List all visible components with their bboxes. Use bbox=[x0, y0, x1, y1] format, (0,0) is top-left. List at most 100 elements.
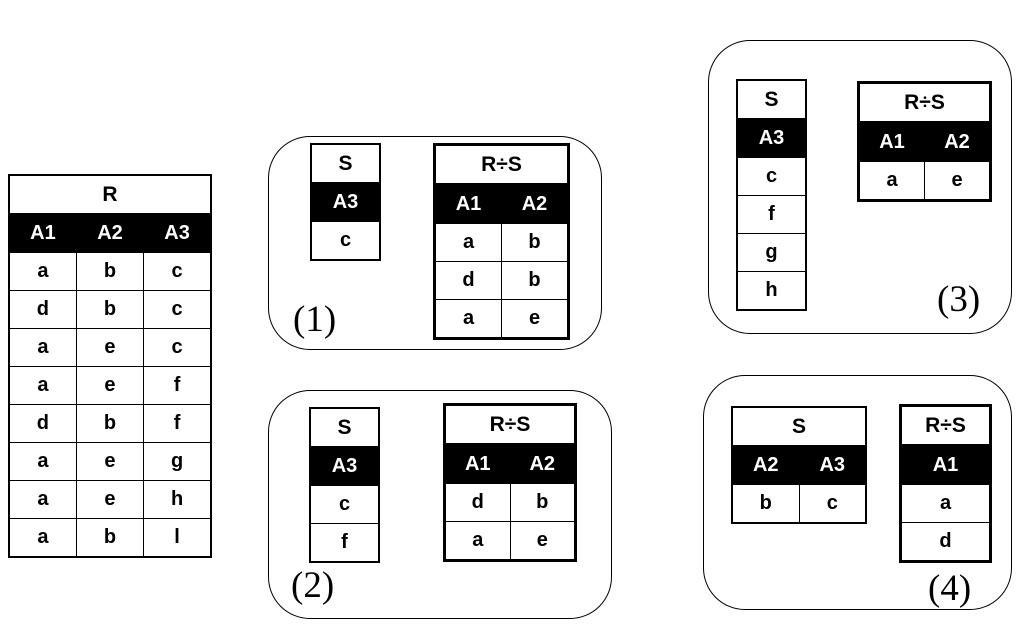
relation-r-data-cell: g bbox=[143, 442, 212, 481]
example-1-result-column-header: A2 bbox=[501, 184, 569, 224]
example-1-relation-s-column-header: A3 bbox=[310, 182, 381, 222]
example-3-result-title: R÷S bbox=[857, 81, 992, 124]
example-3-relation-s-header-row: A3 bbox=[736, 118, 807, 158]
example-3-relation-s-data-row: f bbox=[736, 195, 807, 234]
example-4-relation-s-title: S bbox=[731, 406, 867, 447]
example-3-result-data-cell: a bbox=[858, 161, 925, 201]
example-4-result-data-row: a bbox=[900, 484, 991, 523]
example-3-relation-s-data-row: h bbox=[736, 271, 807, 311]
example-3-relation-s-data-row: c bbox=[736, 157, 807, 196]
example-1-relation-s-title: S bbox=[310, 143, 381, 184]
relation-r-data-cell: e bbox=[75, 480, 145, 519]
relation-r-data-cell: c bbox=[143, 328, 212, 367]
example-4-result-data-cell: d bbox=[900, 522, 991, 562]
relation-r-data-cell: b bbox=[75, 518, 145, 558]
relation-r-data-cell: c bbox=[143, 290, 212, 329]
relation-r-data-cell: e bbox=[75, 442, 145, 481]
example-2-result-data-cell: e bbox=[509, 521, 576, 561]
example-1-result-title-row: R÷S bbox=[433, 143, 570, 186]
example-2-result-title-row: R÷S bbox=[443, 403, 577, 446]
relation-r-data-cell: a bbox=[8, 442, 77, 481]
relation-r-data-cell: a bbox=[8, 328, 77, 367]
example-1-relation-s-data-row: c bbox=[310, 221, 381, 261]
example-3-result-column-header: A2 bbox=[924, 122, 991, 162]
example-1-relation-s-header-row: A3 bbox=[310, 182, 381, 222]
example-4-relation-s-data-cell: c bbox=[798, 484, 867, 524]
relation-r-title-row: R bbox=[8, 174, 212, 215]
example-3-relation-s-data-row: g bbox=[736, 233, 807, 272]
example-4-result-column-header: A1 bbox=[900, 445, 991, 485]
example-3-relation-s-title: S bbox=[736, 79, 807, 120]
example-3-result-data-cell: e bbox=[924, 161, 991, 201]
relation-r-data-cell: e bbox=[75, 328, 145, 367]
example-2-relation-s-title-row: S bbox=[309, 407, 380, 448]
example-4-relation-s-column-header: A3 bbox=[798, 445, 867, 485]
example-2-relation-s-data-cell: f bbox=[309, 523, 380, 563]
relation-r-data-cell: b bbox=[75, 404, 145, 443]
example-2-relation-s-header-row: A3 bbox=[309, 446, 380, 486]
example-1-result-data-cell: e bbox=[501, 299, 569, 339]
relation-r-data-cell: a bbox=[8, 366, 77, 405]
example-4-relation-s-column-header: A2 bbox=[731, 445, 800, 485]
example-3-relation-s-data-cell: c bbox=[736, 157, 807, 196]
relation-r-data-cell: a bbox=[8, 480, 77, 519]
example-3-relation-s-title-row: S bbox=[736, 79, 807, 120]
example-2-relation-s-data-row: f bbox=[309, 523, 380, 563]
example-4-result-title-row: R÷S bbox=[899, 404, 992, 447]
relation-r-data-cell: b bbox=[75, 290, 145, 329]
relation-r-title: R bbox=[8, 174, 212, 215]
example-3-label: (3) bbox=[937, 279, 981, 320]
example-3-relation-s-column-header: A3 bbox=[736, 118, 807, 158]
example-4-result-header-row: A1 bbox=[900, 445, 991, 485]
relation-r-data-cell: e bbox=[75, 366, 145, 405]
example-1-relation-s-title-row: S bbox=[310, 143, 381, 184]
relation-r-column-header: A3 bbox=[143, 213, 212, 253]
example-4-result-data-cell: a bbox=[900, 484, 991, 523]
relation-r-data-cell: f bbox=[143, 366, 212, 405]
relation-r-column-header: A2 bbox=[75, 213, 145, 253]
example-1-result-column-header: A1 bbox=[434, 184, 502, 224]
relation-r-data-cell: a bbox=[8, 252, 77, 291]
relation-r-data-cell: l bbox=[143, 518, 212, 558]
relation-r-data-cell: f bbox=[143, 404, 212, 443]
example-1-result-data-cell: a bbox=[434, 223, 502, 262]
example-2-relation-s-title: S bbox=[309, 407, 380, 448]
example-2-relation-s-data-cell: c bbox=[309, 485, 380, 524]
example-2-relation-s-data-row: c bbox=[309, 485, 380, 524]
relation-r-data-cell: d bbox=[8, 404, 77, 443]
example-2-result-title: R÷S bbox=[443, 403, 577, 446]
relation-r-column-header: A1 bbox=[8, 213, 77, 253]
